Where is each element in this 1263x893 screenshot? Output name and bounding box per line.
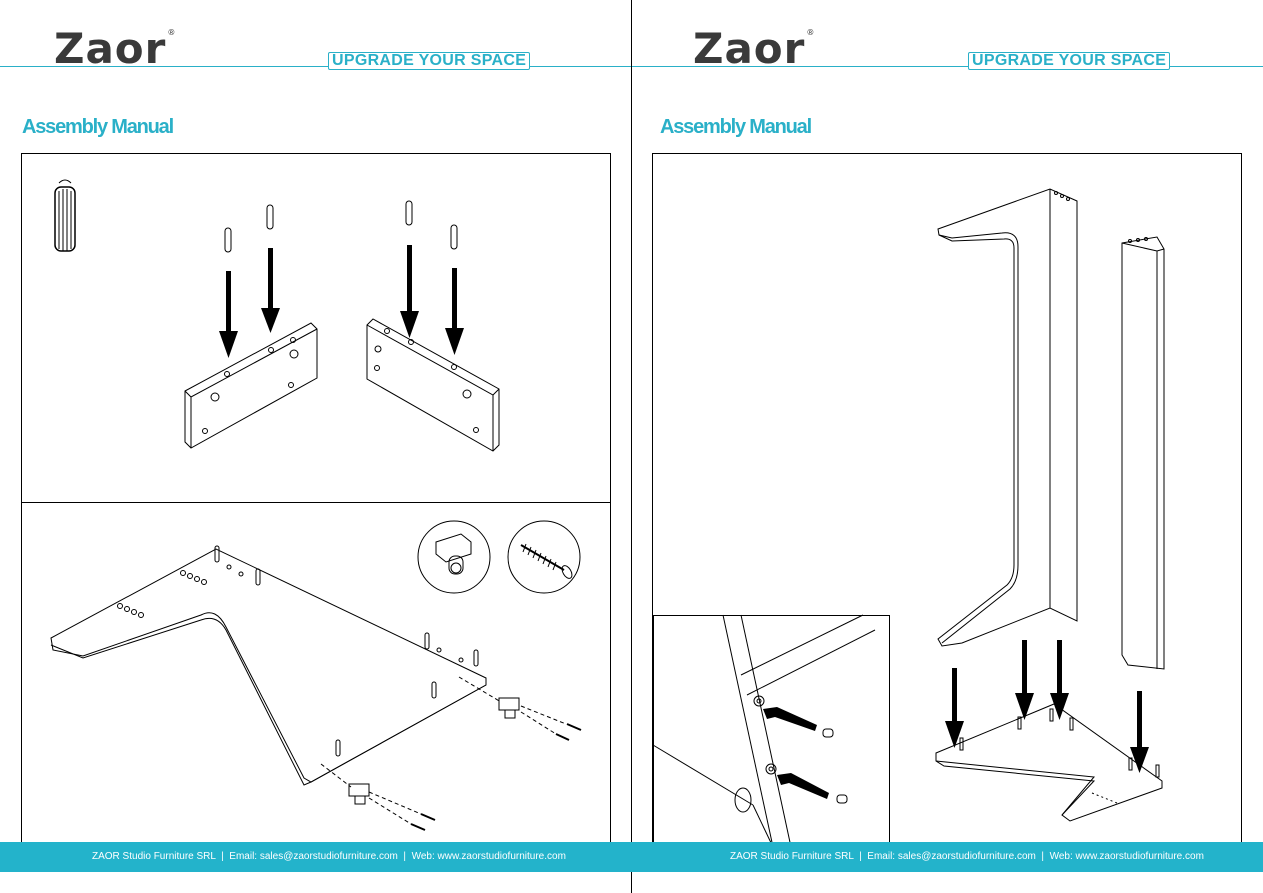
caster-wheel-icon — [435, 533, 472, 575]
wood-screw-icon — [520, 543, 573, 579]
down-arrow-icon — [219, 245, 464, 358]
caster-wheel-icon — [734, 787, 752, 813]
zaor-logo: Zaor® — [54, 24, 177, 73]
down-arrow-icon — [763, 707, 829, 799]
footer-contact-right: ZAOR Studio Furniture SRL | Email: sales… — [730, 851, 1204, 862]
dowel-insertion-illustration — [54, 179, 500, 452]
caster-wheel-icon — [348, 697, 520, 805]
footer-bar — [0, 842, 1263, 872]
page-title: Assembly Manual — [22, 116, 174, 138]
tagline: UPGRADE YOUR SPACE — [328, 52, 531, 70]
page-divider — [631, 0, 632, 893]
header-rule — [632, 66, 1263, 67]
zaor-logo: Zaor® — [693, 24, 816, 73]
cam-lock-detail-illustration — [652, 614, 876, 848]
tagline: UPGRADE YOUR SPACE — [968, 52, 1171, 70]
header-rule — [0, 66, 631, 67]
manual-page-right: Zaor® UPGRADE YOUR SPACE Assembly Manual — [632, 0, 1263, 893]
page-title: Assembly Manual — [660, 116, 812, 138]
wooden-dowel-icon — [54, 179, 76, 252]
down-arrow-icon — [945, 640, 1149, 773]
caster-attachment-illustration — [50, 520, 582, 831]
detail-inset — [653, 615, 890, 847]
upright-assembly-illustration — [935, 188, 1165, 822]
footer-contact-left: ZAOR Studio Furniture SRL | Email: sales… — [92, 851, 566, 862]
